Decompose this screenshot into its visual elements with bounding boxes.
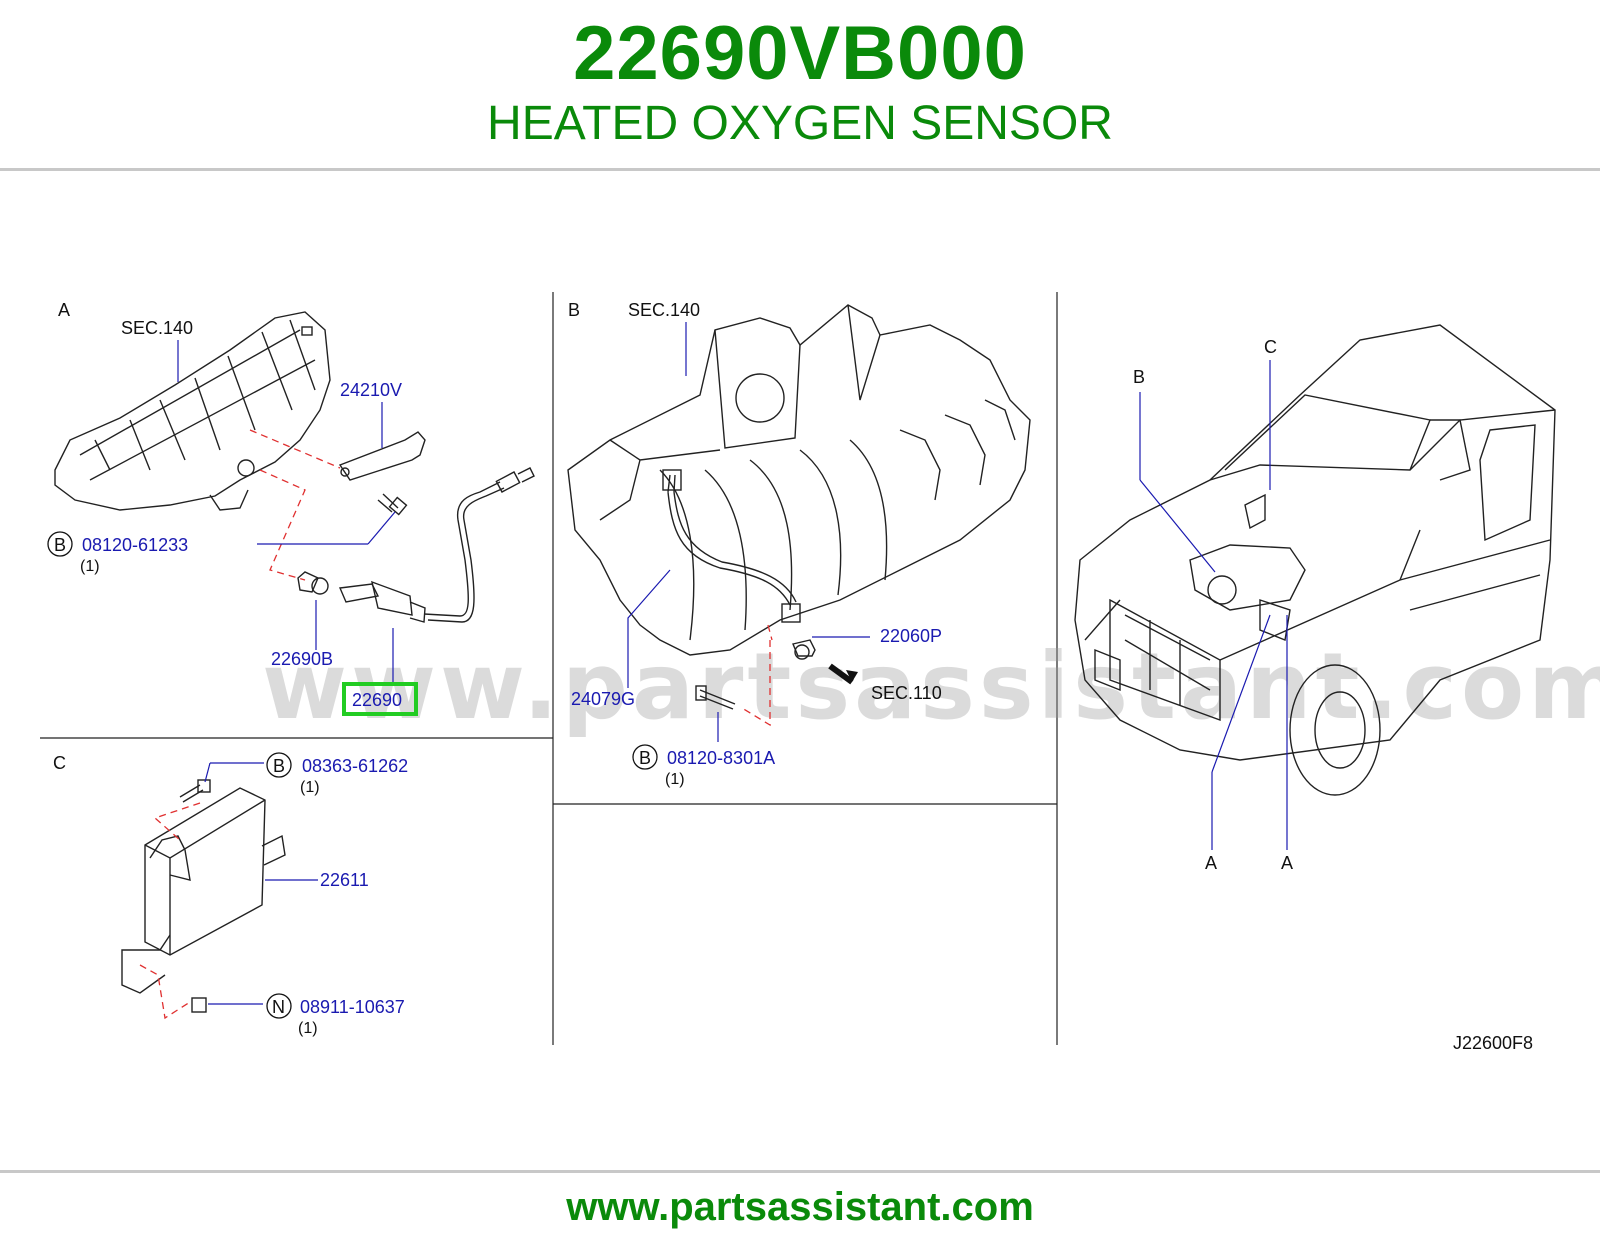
panel-c: C B 08363-61262 (1) 22611 N 08911-10637 … xyxy=(53,752,408,1037)
label-22690b: 22690B xyxy=(271,649,333,669)
knock-sensor-drawing xyxy=(792,639,816,657)
highlight-box xyxy=(342,682,418,716)
watermark-text: www.partsassistant.com xyxy=(262,633,1600,740)
panel-vehicle: B C A A xyxy=(1074,324,1556,873)
label-22690[interactable]: 22690 xyxy=(352,690,402,710)
bolt-drawing-c xyxy=(179,784,204,803)
panel-a: A SEC.140 24210V B 08120-61233 (1) xyxy=(47,300,535,716)
panel-b: B SEC.140 24079G 22060P SEC.110 xyxy=(567,300,1031,788)
label-08120-61233: 08120-61233 xyxy=(82,535,188,555)
vehicle-callout-c: C xyxy=(1264,337,1277,357)
intake-manifold-drawing xyxy=(567,304,1031,656)
harness-drawing xyxy=(667,474,797,606)
exhaust-manifold-drawing xyxy=(54,311,331,511)
nut-mark-c: N xyxy=(272,997,285,1017)
panel-grid xyxy=(40,292,1058,1045)
washer-drawing xyxy=(297,571,319,593)
bolt-mark-b: B xyxy=(639,748,651,768)
part-name: HEATED OXYGEN SENSOR xyxy=(487,97,1113,150)
label-sec-140-b: SEC.140 xyxy=(628,300,700,320)
control-unit-drawing xyxy=(121,787,286,994)
vehicle-callout-a2: A xyxy=(1281,853,1293,873)
qty-08120-8301a: (1) xyxy=(665,771,685,788)
footer-divider xyxy=(0,1170,1600,1173)
nut-drawing xyxy=(191,997,207,1013)
vehicle-callout-a1: A xyxy=(1205,853,1217,873)
label-sec-140-a: SEC.140 xyxy=(121,318,193,338)
label-24210v: 24210V xyxy=(340,380,402,400)
bolt-mark-c: B xyxy=(273,756,285,776)
panel-a-letter: A xyxy=(58,300,70,320)
label-22060p: 22060P xyxy=(880,626,942,646)
label-08911-10637: 08911-10637 xyxy=(300,997,405,1017)
vehicle-callout-b: B xyxy=(1133,367,1145,387)
diagram-code: J22600F8 xyxy=(1453,1033,1533,1053)
oxygen-sensor-drawing xyxy=(338,467,535,623)
footer-url[interactable]: www.partsassistant.com xyxy=(566,1185,1034,1229)
panel-c-letter: C xyxy=(53,753,66,773)
bracket-drawing xyxy=(338,431,426,481)
bolt-mark-a: B xyxy=(54,535,66,555)
page-header: 22690VB000 HEATED OXYGEN SENSOR xyxy=(0,0,1600,170)
panel-b-letter: B xyxy=(568,300,580,320)
label-24079g: 24079G xyxy=(571,689,635,709)
part-number: 22690VB000 xyxy=(573,11,1027,96)
label-08120-8301a: 08120-8301A xyxy=(667,748,775,768)
header-divider xyxy=(0,168,1600,171)
label-22611: 22611 xyxy=(320,870,369,890)
qty-08911-10637: (1) xyxy=(298,1020,318,1037)
label-08363-61262: 08363-61262 xyxy=(302,756,408,776)
qty-08120-61233: (1) xyxy=(80,558,100,575)
label-sec-110: SEC.110 xyxy=(871,683,942,703)
bolt-drawing xyxy=(377,493,399,513)
qty-08363-61262: (1) xyxy=(300,779,320,796)
